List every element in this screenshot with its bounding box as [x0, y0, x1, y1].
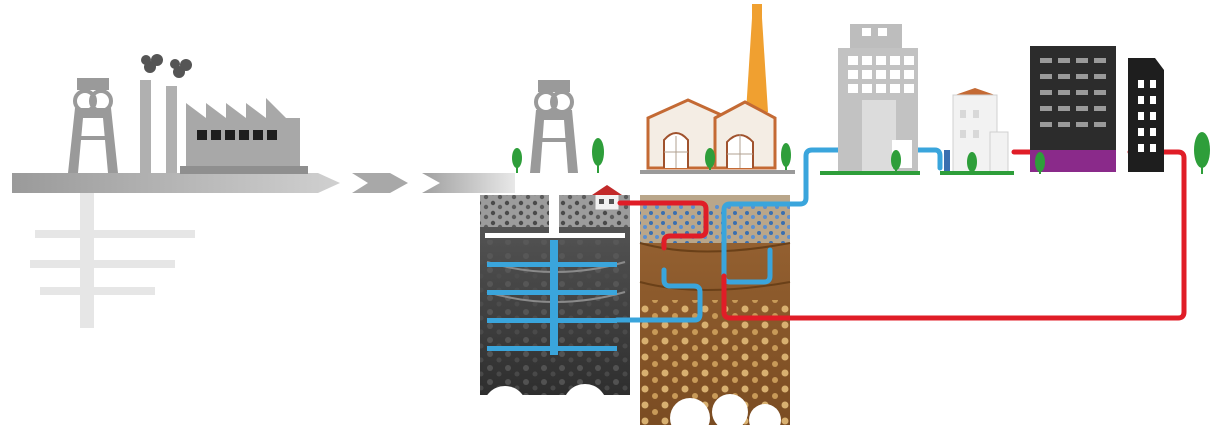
dark-building-icon — [1030, 46, 1116, 172]
round-building-icon — [952, 88, 1009, 174]
smoke-icon — [141, 54, 192, 78]
tree-icon — [1194, 132, 1210, 174]
heat-consumers — [820, 24, 1210, 175]
geothermal-pipes — [614, 147, 1187, 323]
tree-icon — [705, 148, 715, 173]
headframe-icon — [68, 78, 118, 173]
tree-icon — [781, 143, 791, 173]
cold-pipe — [614, 267, 703, 323]
tree-icon — [592, 138, 604, 173]
narrow-tower-icon — [1128, 58, 1164, 172]
office-tower-icon — [838, 24, 918, 172]
tree-icon — [512, 148, 522, 173]
old-factory-building-icon — [646, 98, 777, 170]
chevron-arrow-icon — [422, 173, 515, 193]
heat-pump-house-icon — [592, 185, 622, 211]
factory-icon — [180, 98, 308, 174]
chimney-pair-icon — [140, 80, 177, 173]
soil-layer-icon — [639, 195, 791, 430]
tree-icon — [967, 152, 977, 174]
past-mining-industry — [12, 54, 340, 328]
old-mine-galleries-icon — [30, 188, 195, 328]
transition-arrows — [352, 173, 515, 193]
mine-shaft-icon — [480, 195, 630, 430]
ground-surface-icon — [12, 173, 340, 193]
headframe-icon — [530, 80, 578, 173]
flooded-mine-site — [512, 4, 795, 211]
chevron-arrow-icon — [352, 173, 408, 193]
tree-icon — [891, 150, 901, 174]
hot-pipe — [617, 200, 709, 251]
chimney-icon — [746, 4, 768, 112]
tree-icon — [1035, 152, 1045, 174]
hot-pipe — [721, 149, 1187, 321]
